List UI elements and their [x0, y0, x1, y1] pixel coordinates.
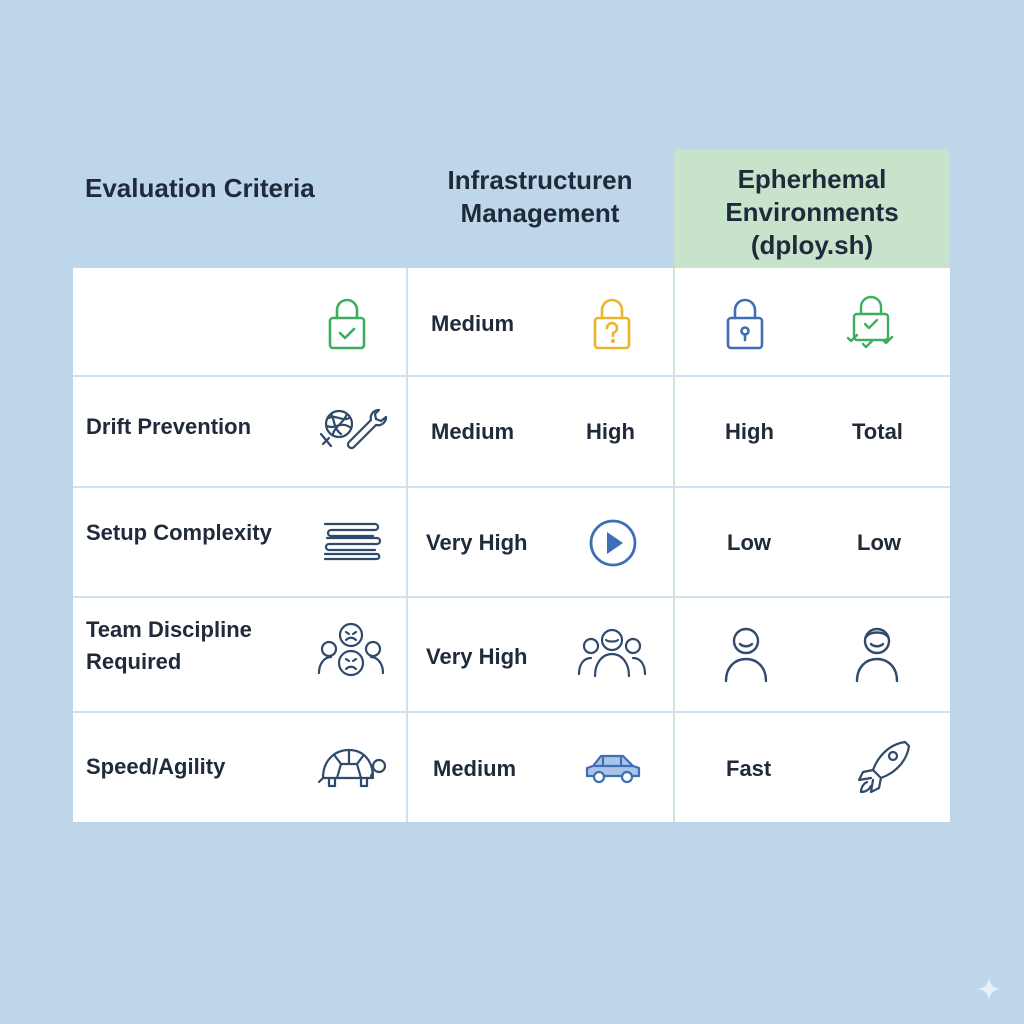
- stressed-team-icon: [317, 621, 385, 683]
- row-divider: [73, 375, 950, 377]
- row-2-infra-value: Very High: [426, 530, 528, 555]
- row-1-infra-value: Medium: [431, 419, 515, 444]
- person-icon: [723, 625, 769, 683]
- header-infrastructure-management: Infrastructuren Management: [447, 165, 633, 228]
- row-divider: [73, 486, 950, 488]
- smiling-person-icon: [854, 625, 900, 683]
- column-divider-highlight: [673, 268, 675, 822]
- header-evaluation-criteria: Evaluation Criteria: [85, 173, 315, 203]
- row-2-criterion: Setup Complexity: [86, 520, 272, 545]
- row-2-eph-value-a: Low: [727, 530, 771, 555]
- column-divider: [406, 268, 408, 822]
- row-1-eph-value-a: High: [725, 419, 774, 444]
- lock-check-icon: [327, 296, 367, 352]
- sparkle-icon: [976, 976, 1002, 1007]
- play-circle-icon: [588, 518, 638, 568]
- lock-multi-check-icon: [845, 294, 897, 352]
- row-4-infra-value: Medium: [433, 756, 517, 781]
- tangled-lines-icon: [321, 520, 383, 564]
- row-3-criterion: Team Discipline Required: [86, 617, 252, 674]
- lock-question-icon: [592, 296, 632, 352]
- team-icon: [577, 624, 647, 680]
- header-ephemeral-title: Epherhemal Environments: [725, 164, 899, 227]
- row-divider: [73, 596, 950, 598]
- tangle-wrench-icon: [317, 404, 389, 456]
- row-2-eph-value-b: Low: [857, 530, 901, 555]
- comparison-table: Medium Drift Prevention: [73, 268, 950, 822]
- row-divider: [73, 711, 950, 713]
- row-0-infra-value: Medium: [431, 311, 515, 336]
- row-4-eph-value-a: Fast: [726, 756, 772, 781]
- lock-icon: [725, 296, 765, 352]
- header-ephemeral-environments: Epherhemal Environments (dploy.sh): [674, 149, 950, 268]
- row-1-criterion: Drift Prevention: [86, 414, 252, 439]
- turtle-icon: [317, 746, 389, 792]
- row-3-infra-value: Very High: [426, 644, 528, 669]
- row-1-eph-value-b: Total: [852, 419, 903, 444]
- row-1-infra-value-b: High: [586, 419, 635, 444]
- car-icon: [583, 750, 643, 786]
- rocket-icon: [855, 738, 911, 796]
- row-4-criterion: Speed/Agility: [86, 754, 226, 779]
- header-ephemeral-subtitle: (dploy.sh): [750, 230, 874, 260]
